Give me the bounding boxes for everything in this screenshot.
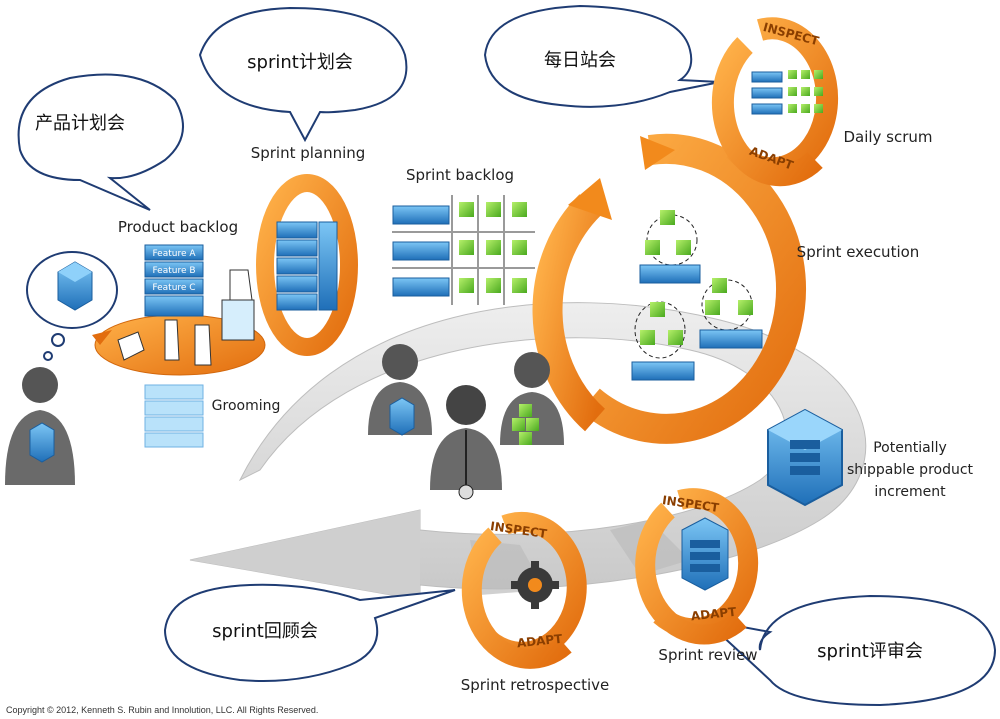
sprint-execution-label: Sprint execution — [797, 243, 920, 261]
grooming-label: Grooming — [212, 398, 281, 414]
increment-label-line3: increment — [874, 484, 946, 500]
increment-cube — [767, 408, 843, 507]
gear-icon — [511, 561, 559, 609]
increment-label-line2: shippable product — [847, 462, 974, 478]
sprint-execution-cycle — [532, 133, 806, 444]
sprint-planning-cycle — [256, 174, 358, 356]
daily-scrum-label: Daily scrum — [843, 128, 932, 146]
scrum-master-figure — [430, 385, 502, 500]
feature-b-label: Feature B — [152, 266, 195, 276]
feature-c-label: Feature C — [152, 283, 195, 293]
bubble-sprint-retro-meeting-text: sprint回顾会 — [212, 621, 318, 642]
product-backlog-stack: Feature A Feature B Feature C — [144, 244, 204, 448]
product-owner-figure — [5, 367, 75, 485]
bubble-product-planning: 产品计划会 — [17, 73, 184, 211]
bubble-product-planning-text: 产品计划会 — [35, 113, 125, 134]
increment-label-line1: Potentially — [873, 440, 947, 456]
sprint-planning-label: Sprint planning — [251, 144, 366, 162]
team-member-left — [368, 344, 432, 436]
team-member-right — [500, 352, 564, 445]
bubble-daily-standup-text: 每日站会 — [544, 50, 616, 71]
bubble-sprint-planning-meeting: sprint计划会 — [198, 6, 408, 143]
sprint-retrospective-label: Sprint retrospective — [461, 676, 609, 694]
bubble-daily-standup: 每日站会 — [483, 4, 721, 108]
feature-a-label: Feature A — [152, 249, 196, 259]
copyright-notice: Copyright © 2012, Kenneth S. Rubin and I… — [6, 705, 319, 715]
sprint-execution-tasks — [631, 210, 763, 381]
review-adapt-label: ADAPT — [690, 605, 738, 624]
sprint-review-label: Sprint review — [658, 646, 757, 664]
bubble-sprint-planning-meeting-text: sprint计划会 — [247, 52, 353, 73]
bubble-sprint-retro-meeting: sprint回顾会 — [163, 583, 456, 682]
bubble-sprint-review-meeting-text: sprint评审会 — [817, 641, 923, 662]
sprint-retrospective-cycle: INSPECT ADAPT — [461, 511, 587, 669]
retro-adapt-label: ADAPT — [516, 632, 564, 651]
product-backlog-label: Product backlog — [118, 218, 238, 236]
daily-scrum-cycle: INSPECT ADAPT — [711, 17, 839, 187]
sprint-backlog-label: Sprint backlog — [406, 166, 514, 184]
sprint-backlog-grid — [392, 195, 535, 305]
grooming-hands — [117, 269, 255, 366]
thought-bubble-cube — [26, 251, 118, 361]
bubble-sprint-review-meeting: sprint评审会 — [701, 594, 997, 707]
